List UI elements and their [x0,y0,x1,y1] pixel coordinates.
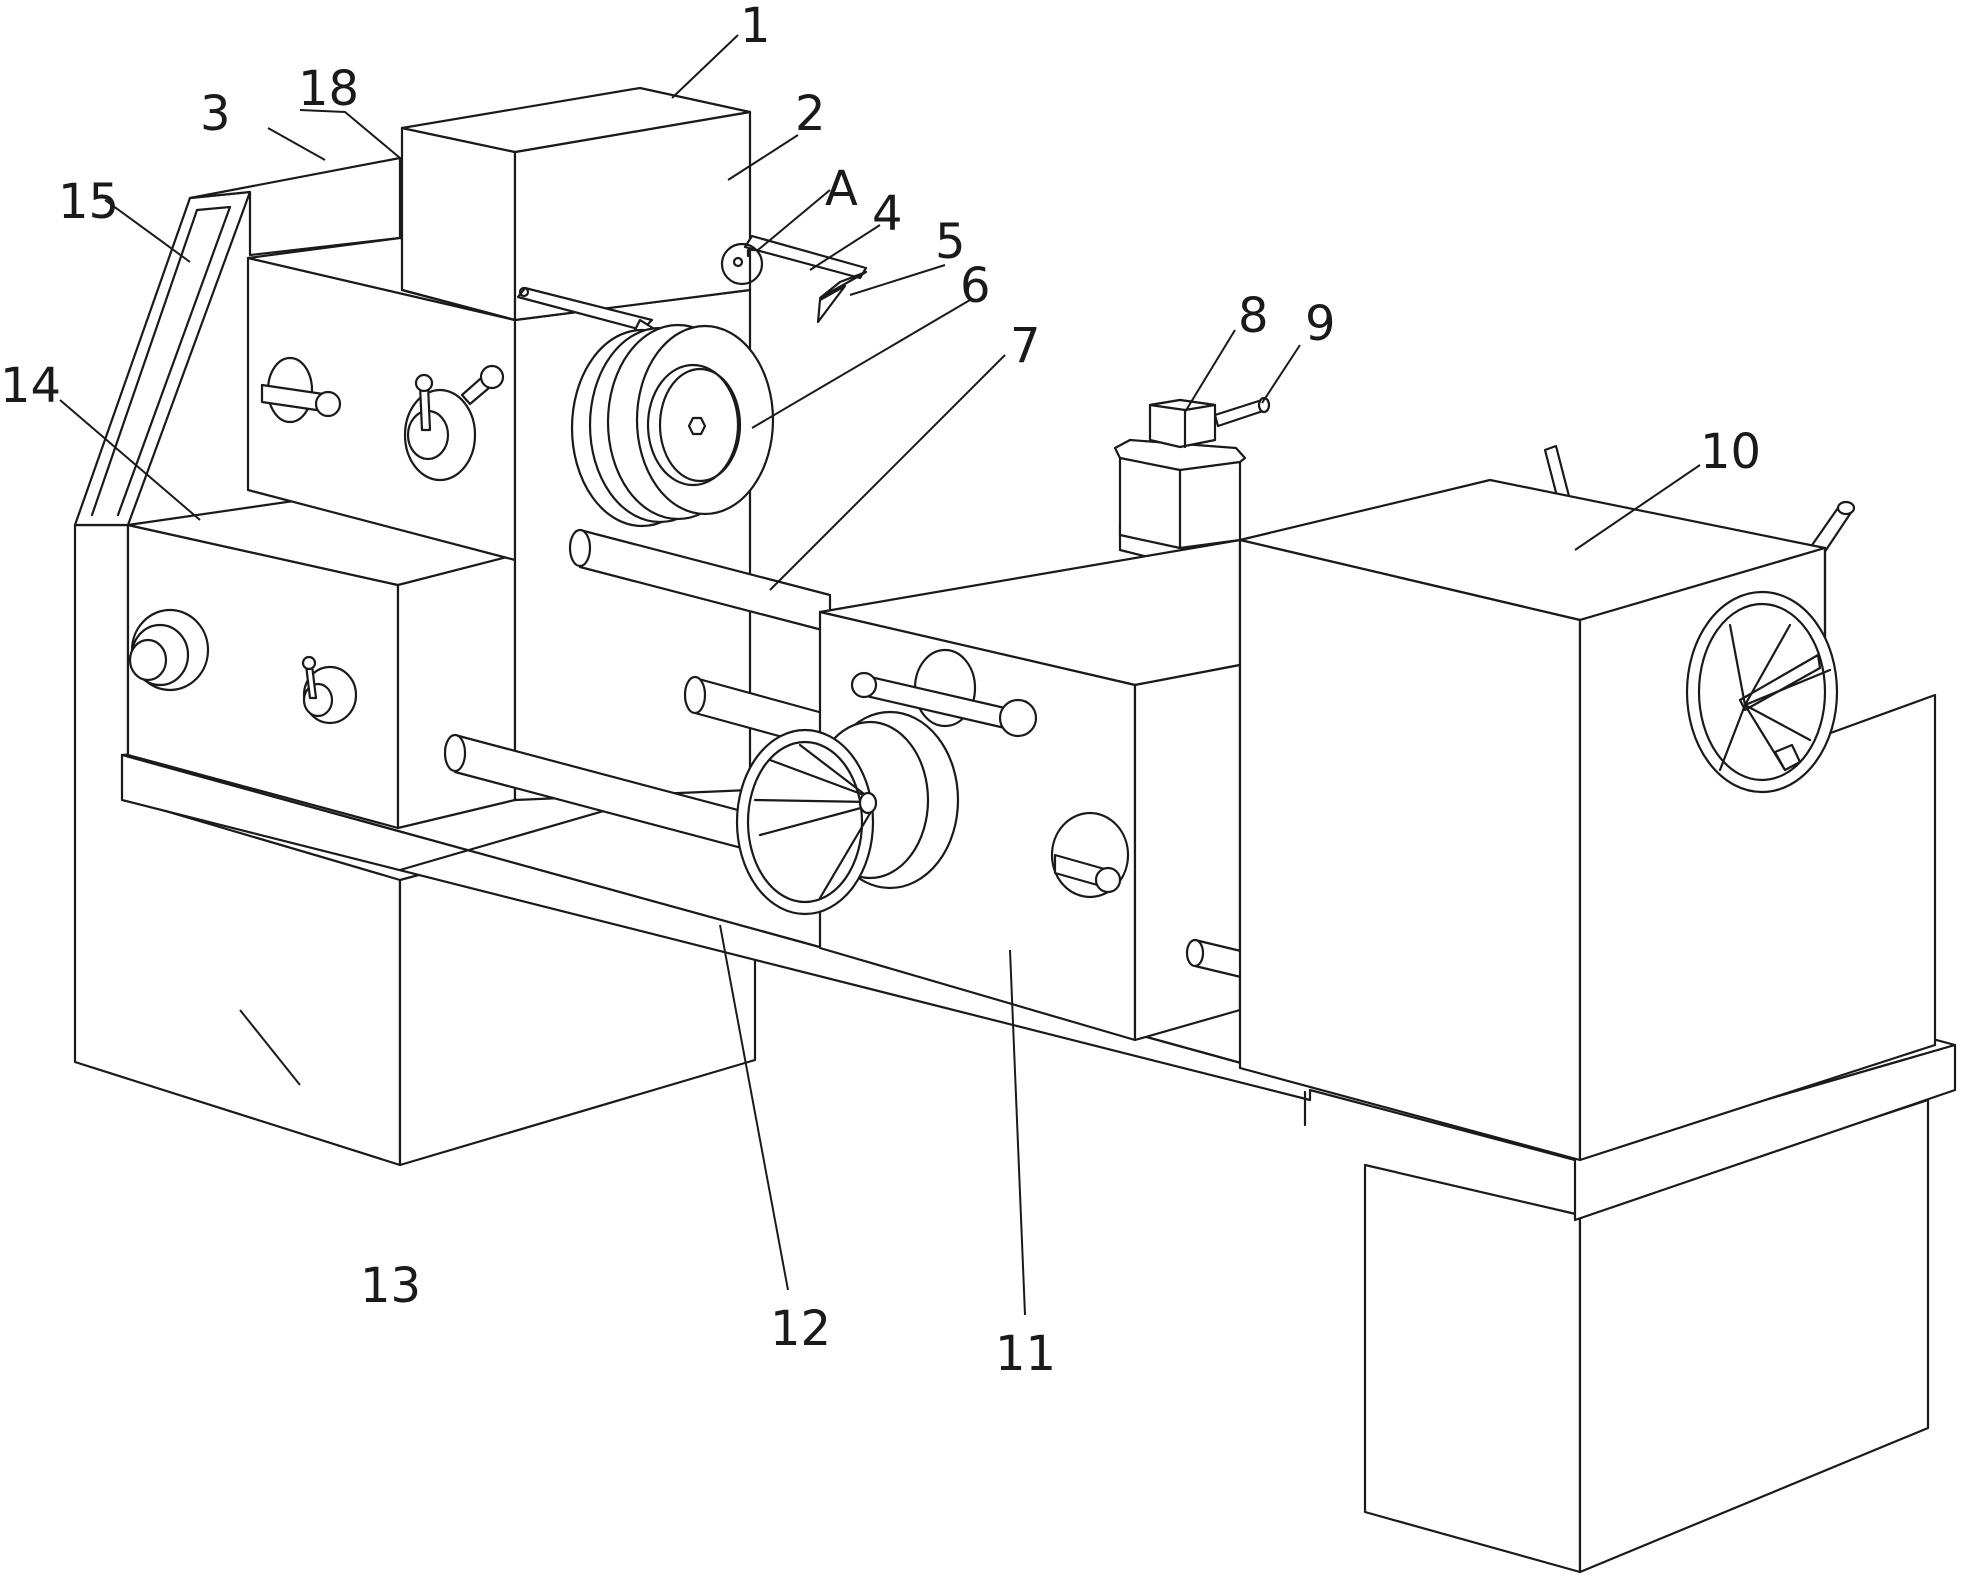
upper-tower [400,86,752,322]
label-3: 3 [200,86,231,142]
label-14: 14 [0,358,61,414]
label-1: 1 [740,0,771,54]
tool-post [1113,396,1271,550]
callout-labels: 1 2 3 18 15 A 4 5 6 7 8 9 10 14 13 12 11 [0,0,1761,1382]
tailstock [1238,444,1937,1162]
label-18: 18 [298,61,359,117]
inclined-cover [73,156,402,527]
label-9: 9 [1305,296,1336,352]
pulley-stack [570,323,775,528]
label-13: 13 [360,1258,421,1314]
label-4: 4 [872,186,903,242]
label-2: 2 [795,86,826,142]
label-7: 7 [1010,318,1041,374]
label-12: 12 [770,1301,831,1357]
detail-a-circle [720,242,764,286]
label-5: 5 [935,214,966,270]
cutter-assembly [720,234,868,324]
handwheel [735,710,960,916]
label-15: 15 [58,174,119,230]
right-cabinet [1363,1098,1930,1574]
label-11: 11 [995,1326,1056,1382]
label-8: 8 [1238,288,1269,344]
label-a: A [825,161,858,217]
label-6: 6 [960,258,991,314]
label-10: 10 [1700,424,1761,480]
headstock-controls [128,356,505,725]
leader-lines [59,34,1701,1316]
